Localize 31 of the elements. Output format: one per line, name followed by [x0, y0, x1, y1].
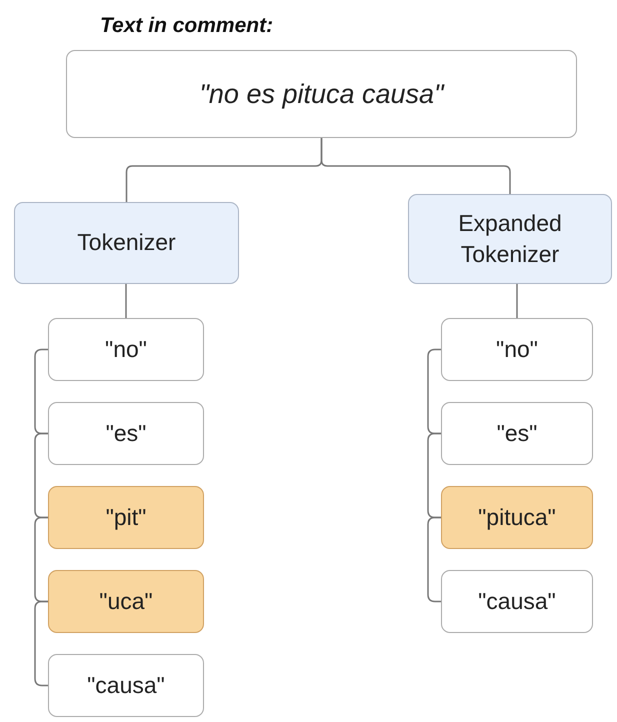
node-label: Expanded Tokenizer — [457, 208, 563, 269]
tokenizer-box — [408, 194, 612, 284]
node-label: "no" — [105, 334, 147, 364]
token-box — [48, 654, 204, 717]
token-box — [48, 318, 204, 381]
input-text-box — [66, 50, 577, 138]
tokenizer-box — [14, 202, 239, 284]
node-label: "pituca" — [478, 502, 556, 532]
highlighted-token-box — [48, 486, 204, 549]
node-label: "causa" — [478, 586, 556, 616]
connector-line — [125, 284, 127, 318]
node-label: Tokenizer — [77, 228, 176, 258]
connector-line — [427, 432, 441, 518]
node-label: "es" — [106, 418, 146, 448]
highlighted-token-box — [441, 486, 593, 549]
token-box — [441, 318, 593, 381]
node-label: "causa" — [87, 670, 165, 700]
connector-line — [320, 138, 511, 194]
node-label: "no es pituca causa" — [199, 78, 444, 111]
node-label: "pit" — [106, 502, 146, 532]
node-label: "no" — [496, 334, 538, 364]
connector-line — [516, 284, 518, 318]
node-label: "uca" — [99, 586, 153, 616]
node-label: "es" — [496, 418, 538, 448]
highlighted-token-box — [48, 570, 204, 633]
connector-line — [34, 516, 48, 602]
connector-line — [34, 432, 48, 518]
token-box — [48, 402, 204, 465]
heading: Text in comment: — [100, 14, 274, 38]
token-box — [441, 570, 593, 633]
token-box — [441, 402, 593, 465]
